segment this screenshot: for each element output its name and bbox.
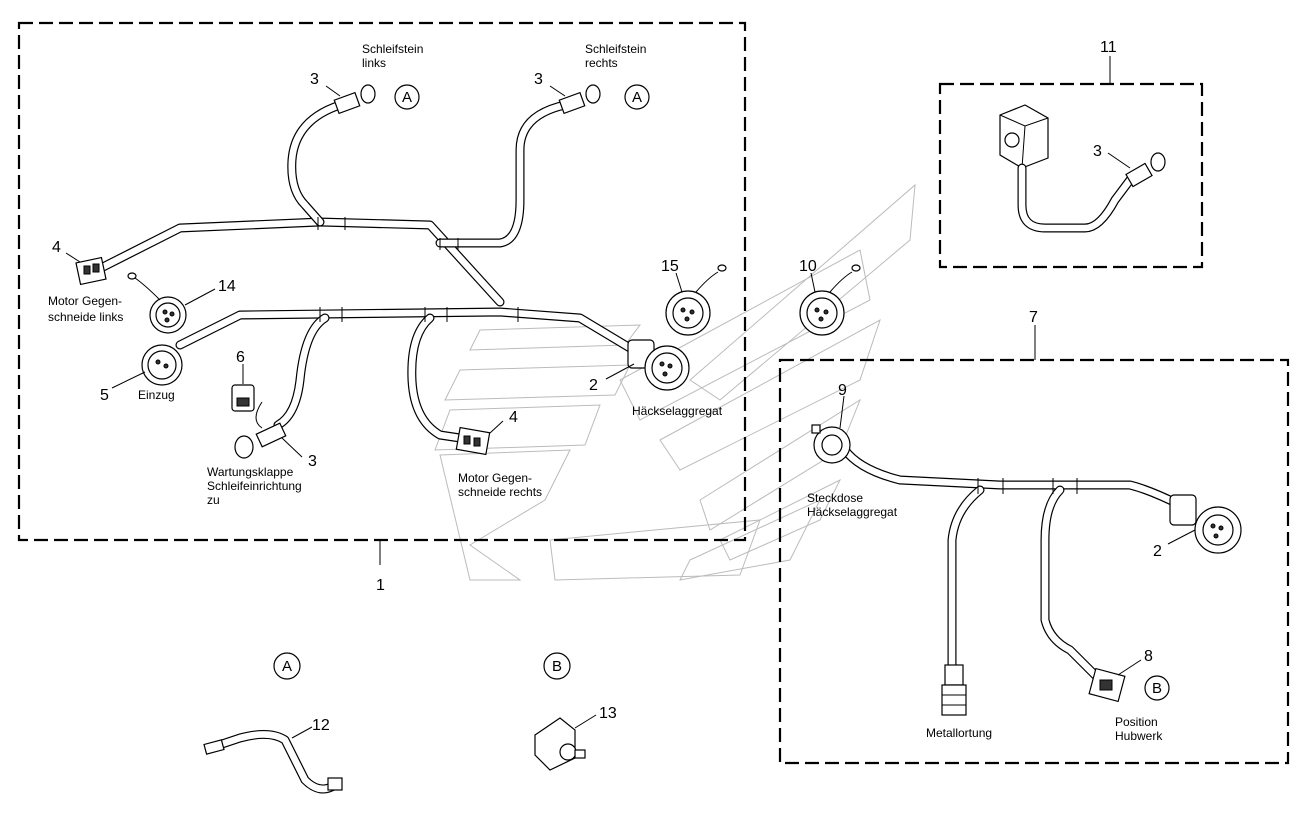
label-motor-rechts-2: schneide rechts	[458, 485, 542, 499]
harness-branch-ties	[317, 217, 519, 322]
sub-harness-7	[840, 445, 1185, 685]
connector-10-plug	[799, 264, 861, 336]
svg-text:B: B	[552, 658, 562, 675]
group-frame-11	[938, 82, 1204, 269]
marker-b-detail: B	[543, 652, 571, 680]
callout-15: 15	[661, 258, 679, 275]
connector-15-plug	[665, 264, 727, 336]
callout-7: 7	[1029, 309, 1038, 326]
callout-11: 11	[1100, 39, 1117, 56]
svg-text:A: A	[632, 89, 642, 106]
connector-6-wartung	[231, 384, 255, 412]
label-schleifstein-rechts-1: Schleifstein	[585, 42, 646, 56]
callout-10: 10	[799, 258, 817, 275]
callout-6: 6	[236, 349, 245, 366]
callout-4-links: 4	[52, 239, 61, 256]
callout-9: 9	[838, 382, 847, 399]
connector-3-schleifstein-rechts	[558, 84, 601, 115]
connector-4-motor-links	[75, 256, 107, 286]
marker-a-schleifstein-links: A	[394, 84, 420, 110]
callout-14: 14	[218, 278, 236, 295]
callout-12: 12	[312, 717, 330, 734]
label-wartung-3: zu	[207, 493, 220, 507]
label-steckdose-2: Häckselaggregat	[807, 505, 898, 519]
label-metallortung: Metallortung	[926, 726, 992, 740]
callout-13: 13	[599, 705, 617, 722]
callout-4-rechts: 4	[509, 409, 518, 426]
label-motor-links-1: Motor Gegen-	[48, 294, 122, 308]
leader-lines	[65, 56, 1196, 739]
connector-2-sub	[1169, 494, 1242, 554]
connector-14-plug	[127, 272, 187, 334]
group-frame-7	[778, 358, 1290, 765]
callout-1: 1	[376, 577, 385, 594]
connector-metallortung	[941, 664, 967, 716]
connector-5-einzug	[141, 344, 183, 386]
marker-a-schleifstein-rechts: A	[624, 84, 650, 110]
label-schleifstein-links-2: links	[362, 56, 386, 70]
connector-3-schleifstein-links	[333, 84, 376, 115]
label-wartung-1: Wartungsklappe	[207, 465, 294, 479]
label-motor-rechts-1: Motor Gegen-	[458, 471, 532, 485]
main-harness-cables	[92, 100, 635, 443]
label-schleifstein-rechts-2: rechts	[585, 56, 618, 70]
callout-3-wartung: 3	[308, 453, 317, 470]
label-motor-links-2: schneide links	[48, 310, 123, 324]
svg-text:B: B	[1152, 680, 1162, 697]
callout-2-main: 2	[589, 377, 598, 394]
cable-12	[203, 730, 343, 794]
callout-8: 8	[1144, 648, 1153, 665]
callout-2-sub: 2	[1153, 543, 1162, 560]
socket-9-steckdose	[811, 424, 851, 464]
connector-13	[534, 717, 586, 771]
connector-3-wartung	[234, 422, 287, 459]
sensor-11-assembly	[999, 104, 1166, 233]
label-wartung-2: Schleifeinrichtung	[207, 479, 302, 493]
group-frame-1	[17, 21, 747, 542]
callout-3-links: 3	[310, 71, 319, 88]
marker-b-position-hubwerk: B	[1144, 675, 1170, 701]
label-schleifstein-links-1: Schleifstein	[362, 42, 423, 56]
svg-text:A: A	[402, 89, 412, 106]
label-haeckselaggregat: Häckselaggregat	[632, 404, 723, 418]
connector-8-position-hubwerk	[1088, 667, 1126, 703]
callout-5: 5	[100, 387, 109, 404]
label-einzug: Einzug	[138, 388, 175, 402]
connector-4-motor-rechts	[455, 426, 491, 456]
svg-text:A: A	[282, 658, 292, 675]
callout-3-rechts: 3	[534, 71, 543, 88]
label-position-1: Position	[1115, 715, 1158, 729]
label-steckdose-1: Steckdose	[807, 491, 863, 505]
marker-a-detail: A	[273, 652, 301, 680]
label-position-2: Hubwerk	[1115, 729, 1163, 743]
connector-2-haeckselaggregat	[627, 339, 690, 391]
callout-3-sensor: 3	[1093, 143, 1102, 160]
